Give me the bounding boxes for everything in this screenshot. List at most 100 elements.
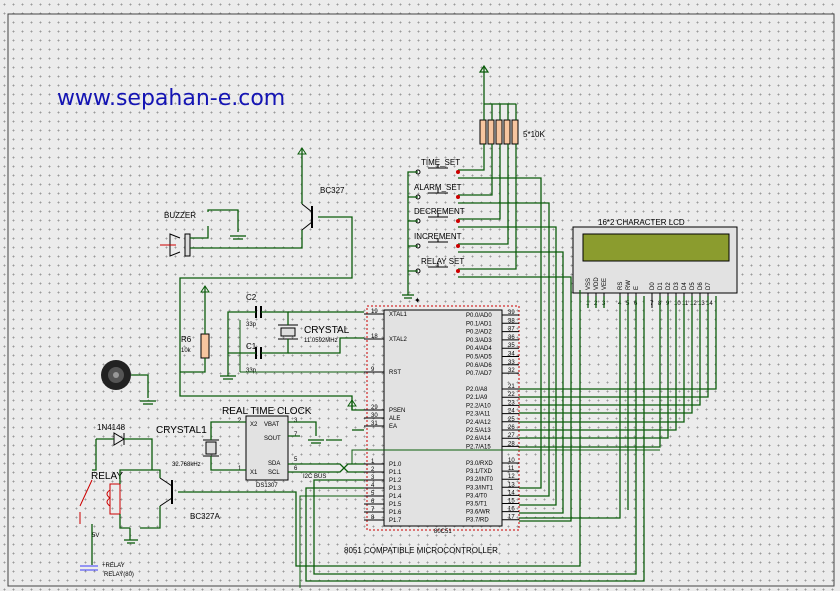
mcu-pin-num: 14 (508, 490, 515, 496)
mcu-pin-num: 7 (371, 507, 375, 513)
resistor-pack[interactable]: 5*10K (478, 64, 545, 145)
button-relay-set[interactable]: RELAY SET (415, 257, 464, 274)
svg-text:INCREMENT: INCREMENT (414, 232, 462, 241)
rtc-ds1307[interactable]: REAL TIME CLOCK X2 X1 2 1 VBAT SOUT SDA … (222, 406, 312, 489)
mcu-pin-num: 26 (508, 425, 515, 431)
svg-text:X2: X2 (250, 422, 258, 428)
lcd-pin-name: VSS (586, 278, 592, 290)
svg-text:R6: R6 (181, 335, 192, 344)
mcu-pin-name: P0.3/AD3 (466, 338, 492, 344)
svg-text:1: 1 (238, 466, 242, 472)
mcu-pin-name: P3.2/INT0 (466, 477, 494, 483)
relay-net-labels: +RELAY RELAY(80) (80, 563, 134, 578)
mcu-pin-name: P1.2 (389, 478, 402, 484)
button-increment[interactable]: INCREMENT (414, 232, 462, 249)
lcd-pin-num: 10 (674, 301, 681, 307)
svg-text:6: 6 (294, 466, 298, 472)
svg-text:1N4148: 1N4148 (97, 423, 126, 432)
mcu-pin-num: 9 (371, 367, 375, 373)
svg-text:2: 2 (238, 418, 242, 424)
capacitor-c1[interactable]: C1 33p (246, 342, 262, 374)
lcd-pin-num: 11 (682, 301, 689, 307)
lcd-pin-name: VDD (594, 277, 600, 290)
rtc-label: REAL TIME CLOCK (222, 406, 312, 417)
mcu-pin-name: P3.3/INT1 (466, 485, 494, 491)
buzzer[interactable]: BUZZER (160, 211, 196, 257)
mcu-pin-num: 25 (508, 417, 515, 423)
mcu-pin-num: 37 (508, 327, 515, 333)
svg-text:C2: C2 (246, 293, 257, 302)
mcu-pin-num: 11 (508, 466, 515, 472)
svg-text:5: 5 (294, 457, 298, 463)
svg-text:11.0592MHz: 11.0592MHz (304, 338, 338, 344)
mcu-pin-name: P3.5/T1 (466, 502, 488, 508)
mcu-pin-num: 29 (371, 405, 378, 411)
mcu-pin-name: P2.3/A11 (466, 412, 491, 418)
crystal-11mhz[interactable]: CRYSTAL 11.0592MHz (278, 324, 350, 344)
lcd-pin-num: 7 (650, 301, 654, 307)
relay[interactable]: RELAY 5V (79, 471, 123, 539)
lcd-pin-name: E (634, 286, 640, 290)
mcu-pin-name: RST (389, 370, 401, 376)
button-alarm-set[interactable]: ALARM_SET (414, 183, 462, 200)
svg-text:CRYSTAL1: CRYSTAL1 (156, 425, 207, 436)
mcu-pin-num: 36 (508, 335, 515, 341)
mcu-pin-num: 18 (371, 334, 378, 340)
lcd-pin-name: D2 (666, 282, 672, 290)
mcu-pin-name: P0.0/AD0 (466, 313, 492, 319)
svg-text:SCL: SCL (268, 470, 280, 476)
capacitor-c2[interactable]: C2 33p (246, 293, 262, 328)
mcu-pin-name: P2.2/A10 (466, 403, 491, 409)
lcd-pin-name: VEE (602, 278, 608, 290)
mcu-pin-name: PSEN (389, 408, 405, 414)
mcu-pin-num: 22 (508, 392, 515, 398)
mcu-pin-num: 33 (508, 360, 515, 366)
mcu-pin-num: 1 (371, 459, 375, 465)
lcd-title: 16*2 CHARACTER LCD (598, 218, 685, 227)
mcu-pin-name: P2.1/A9 (466, 395, 488, 401)
mcu-pin-name: P2.4/A12 (466, 420, 491, 426)
svg-text:SDA: SDA (268, 461, 280, 467)
website-url[interactable]: www.sepahan-e.com (57, 86, 285, 111)
mcu-pin-name: P0.4/AD4 (466, 346, 492, 352)
mcu-pin-num: 30 (371, 413, 378, 419)
lcd-pin-name: D6 (698, 282, 704, 290)
mcu-pin-num: 28 (508, 441, 515, 447)
svg-text:32.768kHz: 32.768kHz (172, 462, 201, 468)
mcu-pin-name: P2.0/A8 (466, 387, 488, 393)
resistor-pack-label: 5*10K (523, 130, 545, 139)
mcu-pin-num: 17 (508, 515, 515, 521)
diode-1n4148[interactable]: 1N4148 (97, 423, 126, 446)
mcu-pin-num: 6 (371, 499, 375, 505)
resistor-r6[interactable]: R6 10k (181, 333, 210, 359)
mcu-pin-num: 10 (508, 458, 515, 464)
svg-text:SOUT: SOUT (264, 436, 281, 442)
svg-text:33p: 33p (246, 322, 257, 328)
button-time-set[interactable]: TIME_SET (415, 158, 460, 175)
mcu-pin-name: P2.6/A14 (466, 436, 491, 442)
i2c-bus-label: I2C BUS (303, 474, 326, 480)
mcu-pin-num: 34 (508, 352, 515, 358)
svg-text:X1: X1 (250, 470, 258, 476)
speaker[interactable] (101, 360, 131, 390)
mcu-pin-name: P0.1/AD1 (466, 321, 492, 327)
mcu-pin-num: 31 (371, 421, 378, 427)
mcu-pin-num: 24 (508, 409, 515, 415)
svg-text:VBAT: VBAT (264, 422, 280, 428)
lcd-pin-num: 12 (690, 301, 697, 307)
button-decrement[interactable]: DECREMENT (414, 207, 465, 224)
mcu-pin-name: P0.5/AD5 (466, 355, 492, 361)
transistor-bc327a[interactable]: BC327A (159, 477, 220, 521)
svg-text:CRYSTAL: CRYSTAL (304, 325, 350, 336)
transistor-bc327[interactable]: BC327 (301, 186, 345, 231)
lcd-pin-name: D3 (674, 282, 680, 290)
crystal-32khz[interactable]: CRYSTAL1 32.768kHz (156, 425, 219, 468)
lcd-display[interactable]: 16*2 CHARACTER LCD VSS1VDD2VEE3RS4RW5E6D… (572, 218, 738, 308)
mcu-pin-num: 12 (508, 474, 515, 480)
mcu-pin-name: XTAL1 (389, 312, 408, 318)
mcu-pin-num: 8 (371, 515, 375, 521)
lcd-pin-name: D7 (706, 282, 712, 290)
svg-text:TIME_SET: TIME_SET (421, 158, 460, 167)
